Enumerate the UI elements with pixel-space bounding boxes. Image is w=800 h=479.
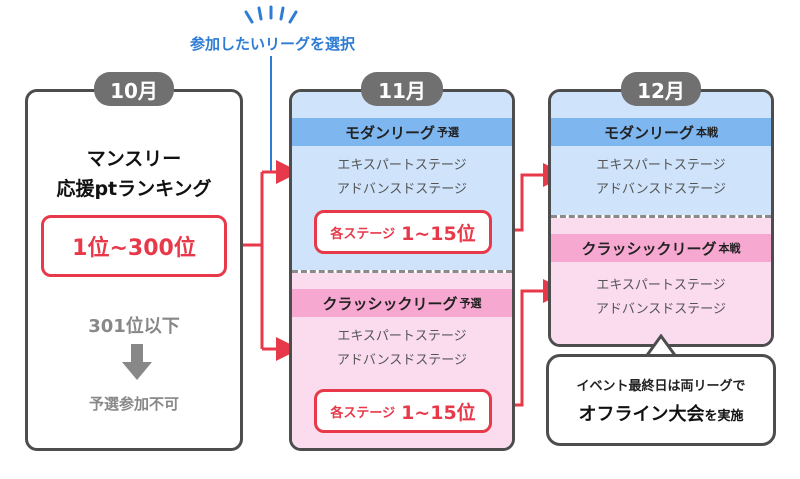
nov-panel: モダンリーグ予選 エキスパートステージ アドバンスドステージ 各ステージ 1~1… (289, 89, 515, 451)
nov-classic-section: クラッシックリーグ予選 エキスパートステージ アドバンスドステージ 各ステージ … (292, 273, 512, 448)
nov-modern-box-prefix: 各ステージ (330, 226, 396, 242)
month-pill-dec: 12月 (621, 72, 701, 106)
nov-classic-box-range: 1~15位 (401, 401, 476, 424)
nov-modern-title-text: モダンリーグ (344, 123, 435, 142)
nov-classic-stage2: アドバンスドステージ (336, 353, 468, 368)
nov-classic-title-text: クラッシックリーグ (322, 294, 458, 313)
oct-panel: マンスリー 応援ptランキング 1位~300位 301位以下 予選参加不可 (25, 89, 243, 451)
nov-classic-title: クラッシックリーグ予選 (292, 289, 512, 317)
callout-line2: オフライン大会を実施 (578, 400, 743, 426)
nov-classic-suffix: 予選 (459, 297, 482, 310)
qualify-range-box: 1位~300位 (41, 215, 227, 277)
month-pill-oct: 10月 (94, 72, 174, 106)
ranking-title-line2: 応援ptランキング (56, 178, 212, 200)
nov-modern-stage1: エキスパートステージ (337, 158, 467, 173)
ranking-title: マンスリー 応援ptランキング (28, 144, 240, 204)
nov-modern-section: モダンリーグ予選 エキスパートステージ アドバンスドステージ 各ステージ 1~1… (292, 92, 512, 270)
callout-line2-suffix: を実施 (704, 408, 744, 424)
dec-modern-suffix: 本戦 (696, 126, 718, 139)
not-eligible-text: 予選参加不可 (88, 394, 179, 413)
dec-panel: モダンリーグ本戦 エキスパートステージ アドバンスドステージ クラッシックリーグ… (548, 89, 774, 347)
nov-modern-stage2: アドバンスドステージ (336, 182, 468, 197)
dec-modern-title: モダンリーグ本戦 (551, 118, 771, 146)
dec-modern-title-text: モダンリーグ (603, 123, 694, 142)
burst-icon (244, 5, 298, 24)
dec-divider (551, 215, 771, 218)
dec-modern-section: モダンリーグ本戦 エキスパートステージ アドバンスドステージ (551, 92, 771, 215)
nov-classic-box-prefix: 各ステージ (330, 405, 396, 421)
dec-classic-stage1: エキスパートステージ (596, 278, 726, 293)
select-league-label: 参加したいリーグを選択 (160, 30, 385, 56)
dec-modern-stage2: アドバンスドステージ (595, 182, 727, 197)
nov-modern-box-range: 1~15位 (401, 222, 476, 245)
nov-classic-qualify-box: 各ステージ 1~15位 (314, 389, 492, 433)
dec-modern-stage1: エキスパートステージ (596, 158, 726, 173)
qualify-range-text: 1位~300位 (72, 236, 196, 261)
offline-event-callout: イベント最終日は両リーグで オフライン大会を実施 (546, 354, 776, 446)
nov-classic-stage1: エキスパートステージ (337, 329, 467, 344)
ranking-title-line1: マンスリー (86, 148, 182, 170)
callout-line1: イベント最終日は両リーグで (576, 378, 746, 394)
dec-classic-title: クラッシックリーグ本戦 (551, 234, 771, 262)
down-arrow-icon (122, 344, 152, 380)
dec-classic-title-text: クラッシックリーグ (581, 239, 717, 258)
nov-modern-qualify-box: 各ステージ 1~15位 (314, 210, 492, 254)
dec-classic-suffix: 本戦 (718, 242, 741, 255)
below-rank-text: 301位以下 (88, 316, 180, 337)
month-pill-nov: 11月 (361, 72, 443, 106)
dec-classic-stage2: アドバンスドステージ (595, 302, 727, 317)
callout-line2-main: オフライン大会 (578, 403, 705, 425)
nov-divider (292, 270, 512, 273)
nov-modern-suffix: 予選 (437, 126, 459, 139)
nov-modern-title: モダンリーグ予選 (292, 118, 512, 146)
dec-classic-section: クラッシックリーグ本戦 エキスパートステージ アドバンスドステージ (551, 218, 771, 344)
